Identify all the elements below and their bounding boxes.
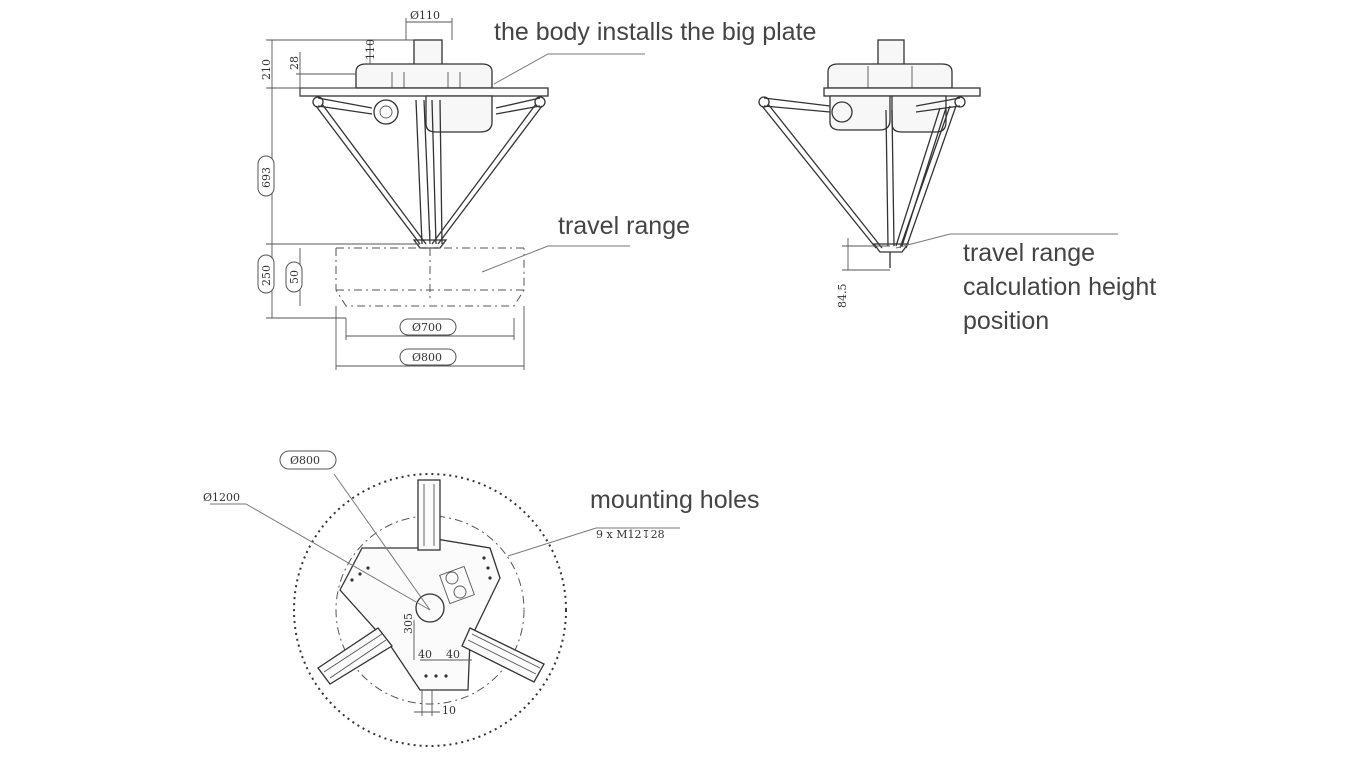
- dim-210: 210: [260, 59, 273, 80]
- dim-693: 693: [260, 167, 273, 188]
- front-view: Ø110 110 210 28 693 250 50 Ø700 Ø800: [257, 9, 645, 370]
- dim-305: 305: [402, 613, 415, 634]
- top-view: Ø800 Ø1200 305 40 40 10 9 x M12↧28: [203, 450, 680, 747]
- dim-d110-top: Ø110: [410, 9, 440, 22]
- dim-40b: 40: [446, 648, 460, 661]
- label-calc-height-1: travel range: [963, 239, 1095, 267]
- dim-d800-top: Ø800: [290, 454, 320, 467]
- dim-84-5: 84.5: [836, 284, 849, 309]
- label-body-plate: the body installs the big plate: [494, 18, 816, 46]
- dim-d700: Ø700: [412, 321, 442, 334]
- dim-d800-front: Ø800: [412, 351, 442, 364]
- dim-50: 50: [288, 270, 301, 284]
- dim-110-side: 110: [364, 39, 377, 60]
- mounting-hole-dots: [350, 556, 492, 678]
- side-view: 84.5: [758, 39, 1118, 309]
- dim-10: 10: [442, 704, 456, 717]
- hole-spec: 9 x M12↧28: [596, 528, 665, 541]
- dim-250: 250: [260, 265, 273, 286]
- label-calc-height-2: calculation height: [963, 273, 1156, 301]
- dim-d1200: Ø1200: [203, 491, 240, 504]
- label-calc-height-3: position: [963, 307, 1049, 335]
- label-travel-range: travel range: [558, 212, 690, 240]
- label-mounting-holes: mounting holes: [590, 486, 760, 514]
- dim-40a: 40: [418, 648, 432, 661]
- dim-28: 28: [288, 56, 301, 70]
